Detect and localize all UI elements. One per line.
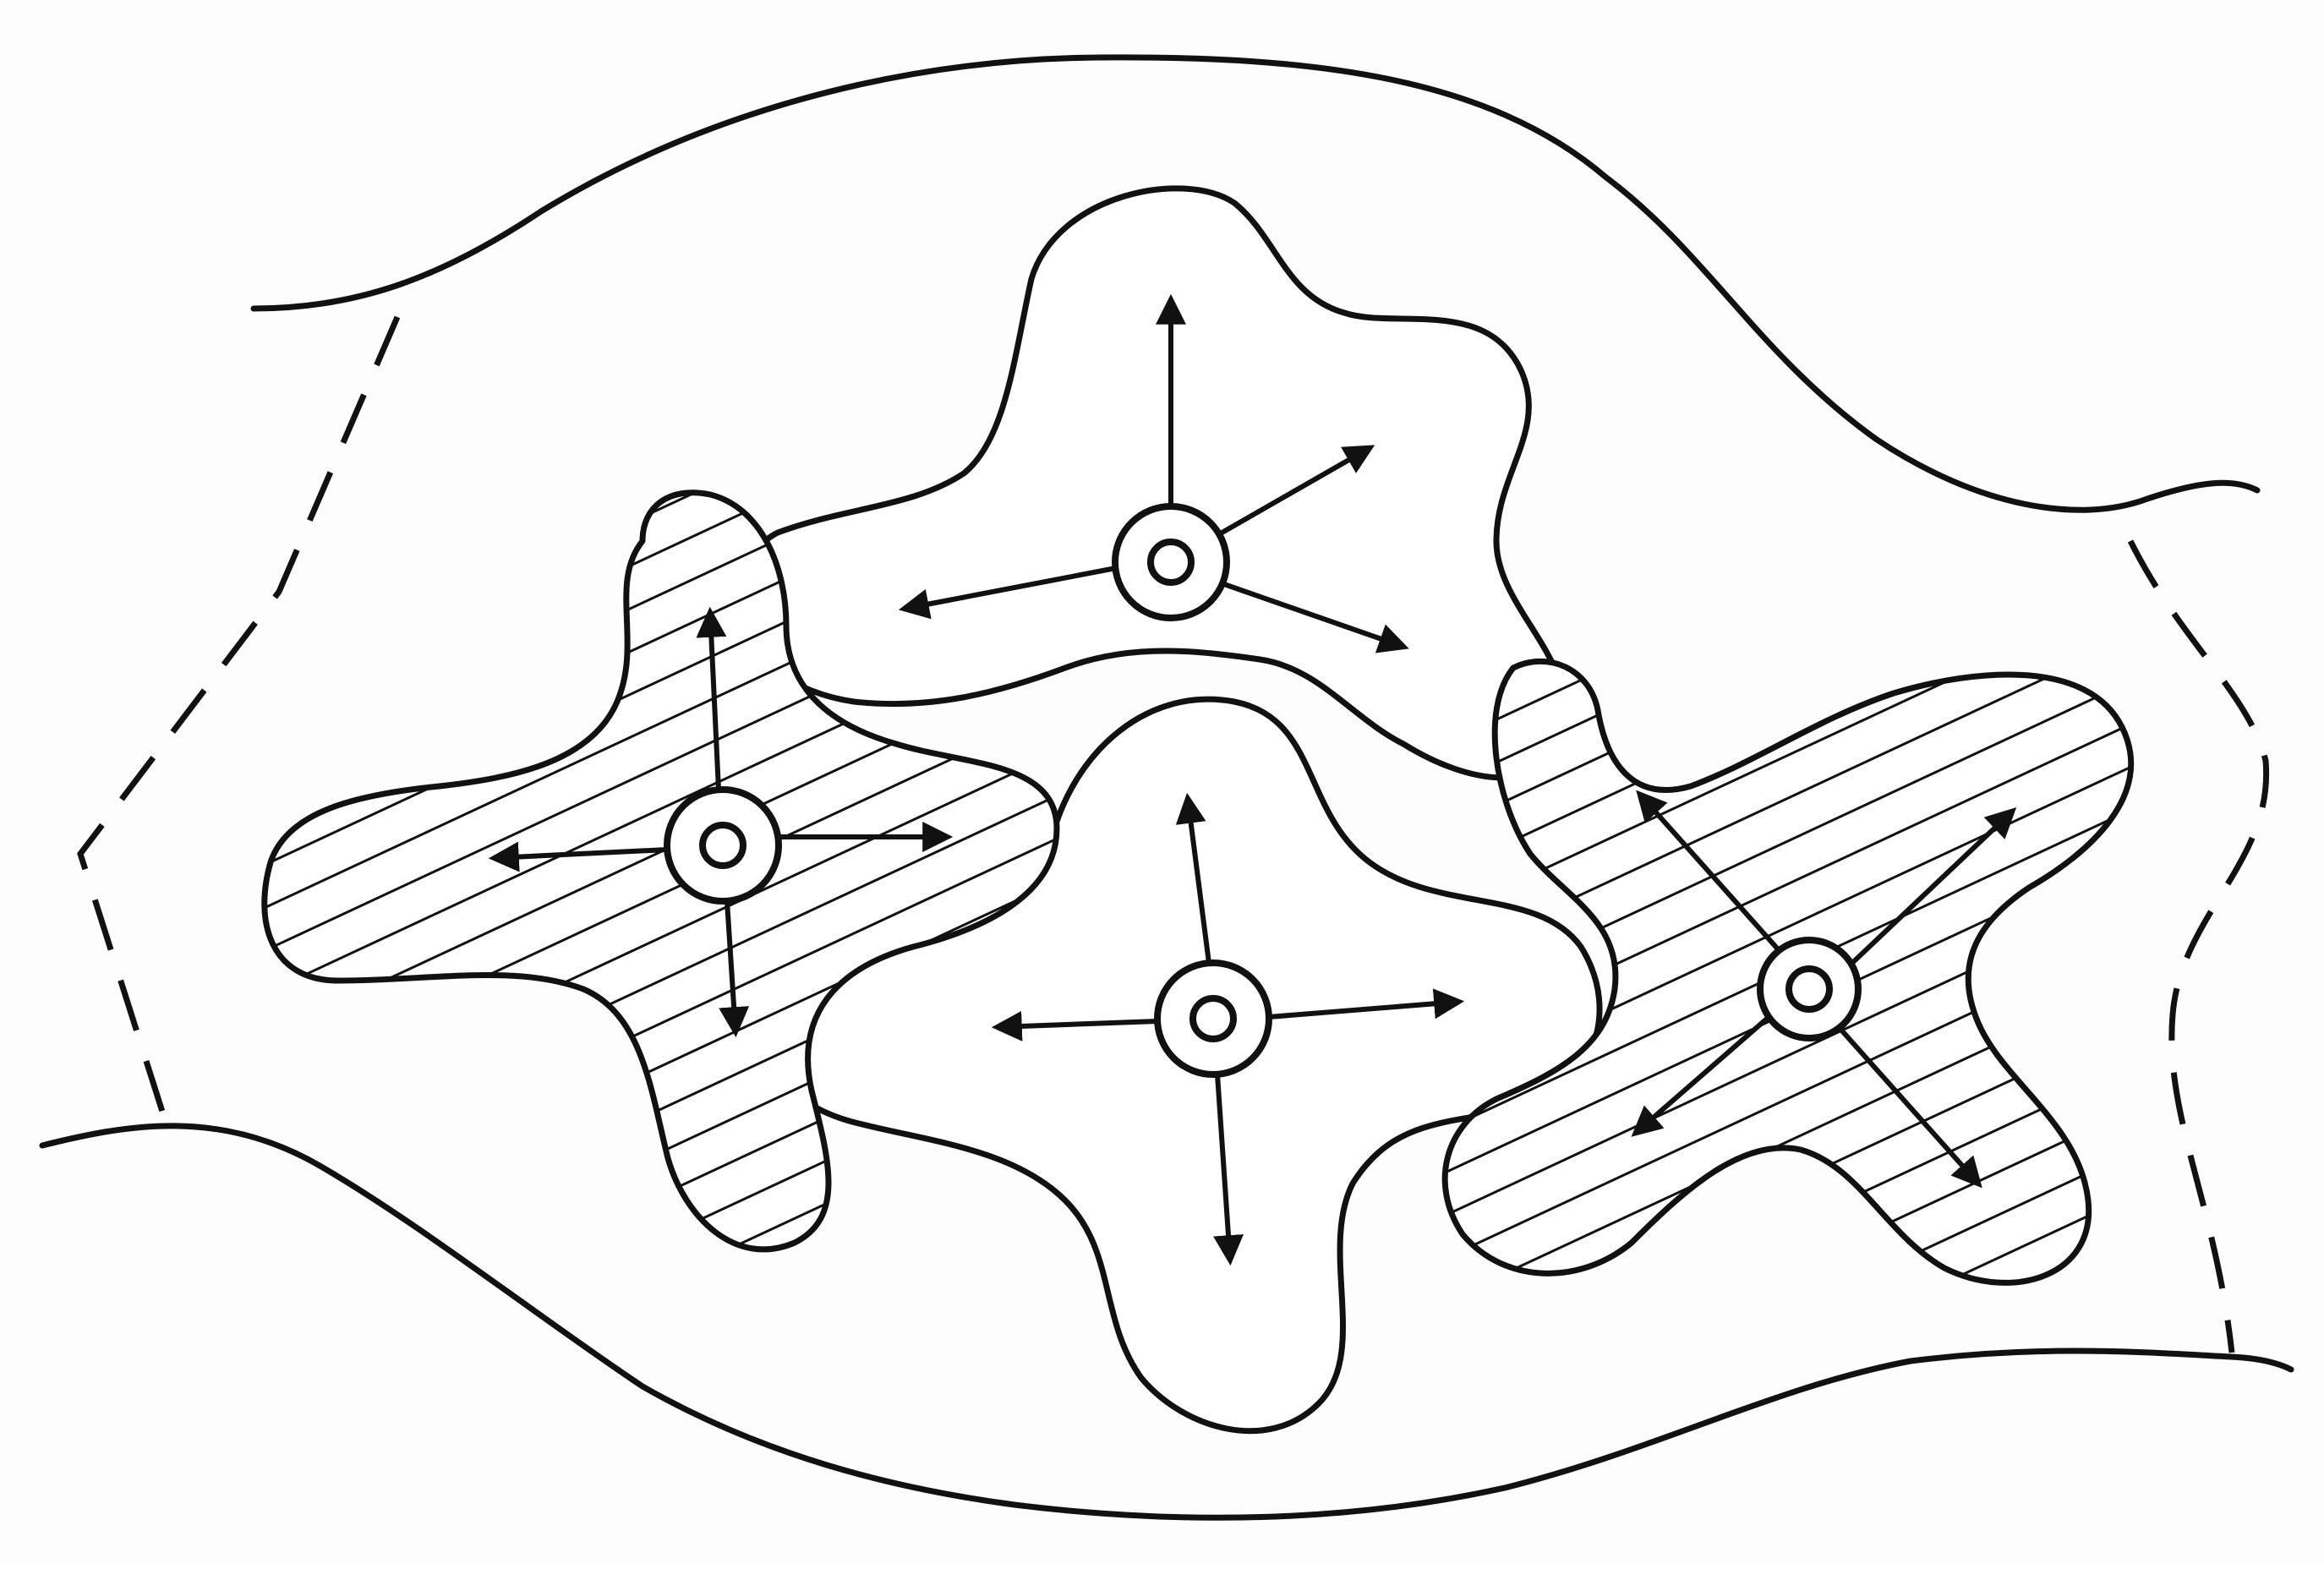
top-blob-outline [744,189,1567,778]
plain-blob-top [744,189,1567,778]
center-ring-inner [1151,542,1191,582]
outer-right-dashed [2130,541,2267,1353]
center-ring-inner [703,825,743,866]
center-ring-inner [1193,998,1233,1039]
outer-left-dashed [80,317,397,1133]
center-ring-inner [1789,969,1829,1009]
